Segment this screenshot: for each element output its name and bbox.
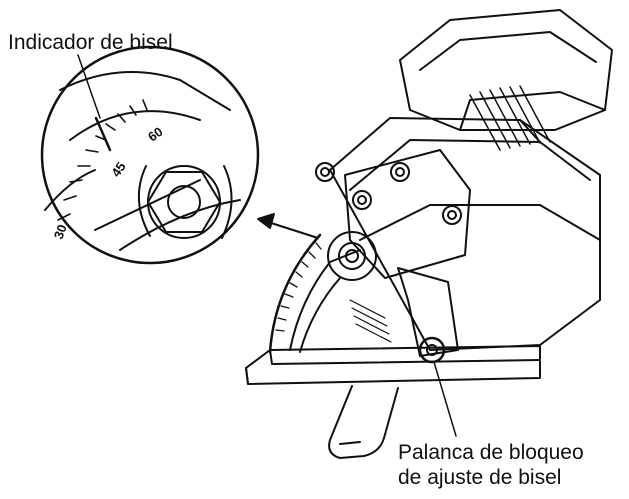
scale-mark-60: 60 (145, 124, 165, 145)
bevel-indicator-leader (77, 54, 101, 119)
magnifier-circle (40, 45, 260, 265)
lock-lever-leader (433, 361, 457, 437)
bevel-lock-knob (418, 336, 446, 364)
circular-saw-illustration (245, 9, 613, 459)
scale-mark-30: 30 (51, 222, 70, 241)
bevel-lock-lever (397, 267, 459, 357)
bevel-lock-lever-label: Palanca de bloqueo de ajuste de bisel (398, 440, 584, 490)
bevel-lock-lever-label-line1: Palanca de bloqueo (398, 441, 584, 464)
bevel-lock-lever-label-line2: de ajuste de bisel (398, 466, 562, 489)
arrow-icon (257, 213, 319, 239)
bevel-indicator-label: Indicador de bisel (8, 31, 173, 54)
scale-mark-45: 45 (108, 159, 129, 179)
